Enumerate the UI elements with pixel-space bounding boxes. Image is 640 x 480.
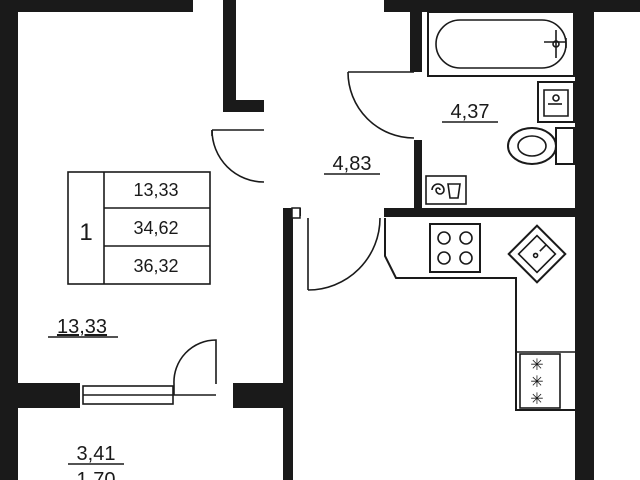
bathroom-area: 4,37 [451, 101, 490, 123]
wall-balcony-left [0, 383, 80, 408]
wall-notch [291, 207, 301, 219]
wall-hall-stub [223, 100, 264, 112]
door-living-hall [211, 129, 265, 183]
wall-top-left [0, 0, 193, 12]
svg-text:✳: ✳ [530, 391, 543, 408]
door-entrance [307, 217, 381, 291]
living-room-area: 13,33 [57, 316, 107, 338]
washbasin-icon [537, 81, 575, 123]
wall-bath-kitchen [384, 208, 576, 217]
stove-icon [429, 223, 481, 273]
svg-text:✳: ✳ [530, 357, 543, 374]
wall-living-kitchen [283, 208, 293, 480]
wall-hall-bath [410, 0, 422, 72]
balcony-area-2: 1,70 [77, 469, 116, 480]
wall-top-right [384, 0, 640, 12]
refrigerator-icon: ✳ ✳ ✳ [519, 353, 561, 409]
wall-living-hall-upper [223, 0, 236, 112]
kitchen-sink-icon [507, 224, 567, 284]
wall-left [0, 0, 18, 480]
wall-balcony-right [233, 383, 293, 408]
door-bathroom [347, 71, 415, 139]
summary-total-area-with-balcony: 36,32 [133, 256, 178, 276]
hall-area: 4,83 [333, 153, 372, 175]
summary-living-area: 13,33 [133, 180, 178, 200]
balcony-area: 3,41 [77, 443, 116, 465]
door-balcony [173, 339, 217, 395]
summary-table: 1 13,33 34,62 36,32 [67, 171, 211, 285]
washing-machine-icon [425, 175, 467, 205]
svg-text:✳: ✳ [530, 374, 543, 391]
doors [82, 71, 415, 405]
summary-total-area: 34,62 [133, 218, 178, 238]
kitchen-counter [384, 218, 575, 411]
wall-right [575, 0, 594, 480]
toilet-icon [507, 127, 575, 165]
wall-hall-bath-lower [414, 140, 422, 215]
bathtub-icon [427, 11, 575, 77]
rooms-count: 1 [79, 219, 92, 246]
